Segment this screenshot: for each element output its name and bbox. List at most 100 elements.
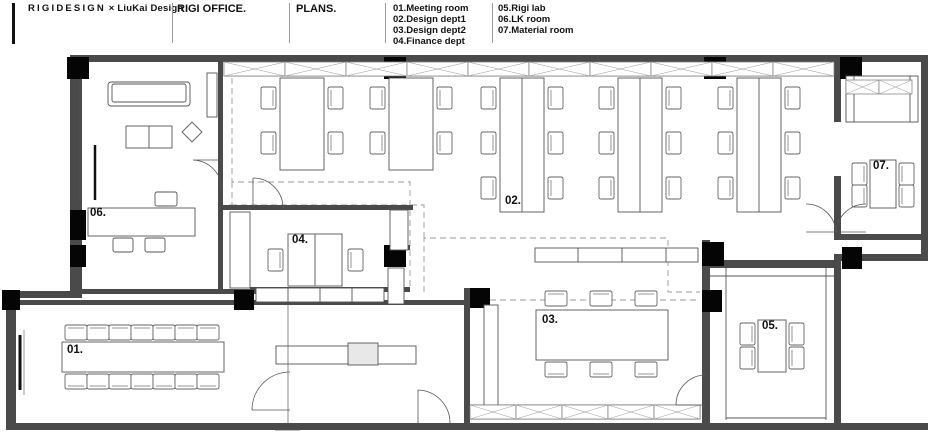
room-label-07: 07. bbox=[873, 160, 889, 172]
room-06-door bbox=[192, 159, 284, 209]
brand-primary: RIGIDESIGN bbox=[28, 3, 106, 14]
chair bbox=[784, 176, 801, 200]
shelf-hatch bbox=[561, 404, 609, 420]
room-05-furniture bbox=[710, 268, 834, 420]
shelf-hatch bbox=[772, 61, 835, 77]
brand-secondary: LiuKai Design bbox=[117, 3, 184, 14]
legend-item: 02.Design dept1 bbox=[393, 14, 466, 25]
chair bbox=[260, 86, 277, 110]
room-03-door bbox=[675, 374, 707, 406]
shelf-hatch bbox=[515, 404, 563, 420]
chair bbox=[665, 176, 682, 200]
shelf-hatch bbox=[589, 61, 652, 77]
legend-item: 04.Finance dept bbox=[393, 36, 465, 47]
chair bbox=[108, 324, 132, 341]
legend-item: 05.Rigi lab bbox=[498, 3, 546, 14]
room-label-01: 01. bbox=[67, 344, 83, 356]
shelf-hatch bbox=[878, 79, 913, 95]
window-shelving bbox=[223, 61, 835, 77]
chair bbox=[851, 162, 868, 186]
chair bbox=[739, 322, 756, 346]
header-divider bbox=[385, 3, 386, 43]
chair bbox=[86, 373, 110, 390]
chair bbox=[788, 322, 805, 346]
chair bbox=[480, 86, 497, 110]
chair bbox=[544, 290, 568, 307]
room-07-door bbox=[805, 203, 867, 233]
chair bbox=[369, 86, 386, 110]
chair bbox=[547, 86, 564, 110]
chair bbox=[260, 131, 277, 155]
chair bbox=[598, 131, 615, 155]
chair bbox=[86, 324, 110, 341]
room-04-furniture bbox=[229, 209, 409, 305]
shelf-hatch bbox=[650, 61, 713, 77]
room-03-furniture bbox=[469, 247, 701, 420]
chair bbox=[739, 346, 756, 370]
chair bbox=[784, 131, 801, 155]
shelf-hatch bbox=[284, 61, 347, 77]
room-06-furniture bbox=[79, 72, 218, 253]
chair bbox=[717, 86, 734, 110]
chair bbox=[480, 131, 497, 155]
chair bbox=[598, 86, 615, 110]
header-divider bbox=[289, 3, 290, 43]
chair bbox=[436, 131, 453, 155]
room-label-03: 03. bbox=[542, 314, 558, 326]
chair bbox=[152, 324, 176, 341]
chair bbox=[634, 290, 658, 307]
chair bbox=[547, 131, 564, 155]
chair bbox=[898, 184, 915, 208]
shelf-hatch bbox=[845, 79, 880, 95]
header-accent-bar bbox=[12, 3, 15, 44]
chair bbox=[717, 131, 734, 155]
shelf-hatch bbox=[469, 404, 517, 420]
legend-item: 03.Design dept2 bbox=[393, 25, 466, 36]
chair bbox=[267, 248, 284, 272]
shelf-hatch bbox=[528, 61, 591, 77]
brand-logo: RIGIDESIGN × LiuKai Design bbox=[28, 3, 183, 14]
shelf-hatch bbox=[711, 61, 774, 77]
chair bbox=[64, 373, 88, 390]
chair bbox=[788, 346, 805, 370]
shelf-hatch bbox=[223, 61, 286, 77]
shelf-hatch bbox=[406, 61, 469, 77]
room-label-04: 04. bbox=[292, 234, 308, 246]
chair bbox=[347, 248, 364, 272]
chair bbox=[108, 373, 132, 390]
shelf-hatch bbox=[653, 404, 701, 420]
shelf-hatch bbox=[345, 61, 408, 77]
chair bbox=[480, 176, 497, 200]
chair bbox=[898, 162, 915, 186]
plan-subtitle: PLANS. bbox=[296, 3, 337, 15]
legend-item: 06.LK room bbox=[498, 14, 551, 25]
chair bbox=[598, 176, 615, 200]
room-02-workstations bbox=[260, 77, 801, 213]
plan-title: RIGI OFFICE. bbox=[177, 3, 247, 15]
header-divider bbox=[492, 3, 493, 43]
chair bbox=[327, 131, 344, 155]
chair bbox=[174, 324, 198, 341]
shelf-hatch bbox=[607, 404, 655, 420]
header-divider bbox=[172, 3, 173, 43]
room-label-05: 05. bbox=[762, 320, 778, 332]
chair bbox=[436, 86, 453, 110]
chair bbox=[369, 131, 386, 155]
chair bbox=[327, 86, 344, 110]
legend-item: 07.Material room bbox=[498, 25, 574, 36]
room-01-furniture bbox=[18, 305, 417, 423]
brand-join: × bbox=[108, 3, 115, 14]
room-01-doors bbox=[251, 371, 451, 431]
chair bbox=[130, 373, 154, 390]
chair bbox=[547, 176, 564, 200]
chair bbox=[64, 324, 88, 341]
chair bbox=[665, 86, 682, 110]
chair bbox=[717, 176, 734, 200]
shelf-hatch bbox=[467, 61, 530, 77]
room-label-02: 02. bbox=[505, 195, 521, 207]
chair bbox=[544, 361, 568, 378]
chair bbox=[196, 324, 220, 341]
